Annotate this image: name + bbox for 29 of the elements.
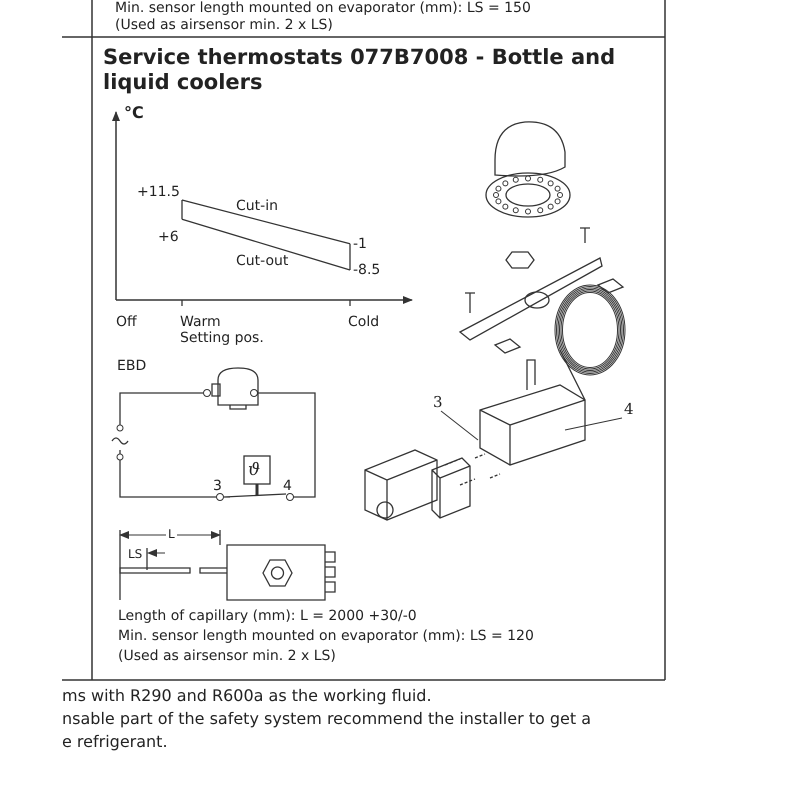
axis-label: °C bbox=[124, 103, 144, 122]
section-title: Service thermostats 077B7008 - Bottle and liquid coolers bbox=[103, 45, 616, 96]
leader-line bbox=[564, 418, 622, 430]
series-label: Cut-out bbox=[236, 252, 288, 270]
terminal-number: 3 bbox=[213, 478, 222, 495]
tick-label: Off bbox=[116, 314, 137, 331]
note-text: Min. sensor length mounted on evaporator (mm): LS = 150 bbox=[115, 0, 531, 17]
spec-text: Length of capillary (mm): L = 2000 +30/-0 bbox=[118, 608, 417, 625]
value-label: +11.5 bbox=[137, 184, 180, 201]
callout-number: 4 bbox=[624, 400, 634, 418]
spec-text: Min. sensor length mounted on evaporator (mm): LS = 120 bbox=[118, 628, 534, 645]
axis-label: Setting pos. bbox=[180, 330, 264, 347]
leader-line bbox=[440, 410, 478, 440]
body-text: e refrigerant. bbox=[62, 732, 168, 752]
tick-label: Cold bbox=[348, 314, 380, 331]
series-label: Cut-in bbox=[236, 198, 278, 215]
callout-number: 3 bbox=[433, 393, 443, 411]
tick-label: Warm bbox=[180, 314, 221, 331]
value-label: +6 bbox=[158, 229, 179, 246]
body-text: nsable part of the safety system recommend the installer to get a bbox=[62, 709, 592, 728]
terminal-number: 4 bbox=[283, 478, 292, 495]
circuit-label: EBD bbox=[117, 358, 146, 375]
value-label: -1 bbox=[353, 236, 367, 253]
body-text: ms with R290 and R600a as the working fluid. bbox=[62, 686, 432, 706]
dimension-label: LS bbox=[128, 547, 142, 562]
spec-text: (Used as airsensor min. 2 x LS) bbox=[118, 648, 336, 665]
note-text: (Used as airsensor min. 2 x LS) bbox=[115, 17, 333, 34]
thermostat-symbol: ϑ bbox=[248, 460, 260, 480]
value-label: -8.5 bbox=[353, 262, 380, 279]
